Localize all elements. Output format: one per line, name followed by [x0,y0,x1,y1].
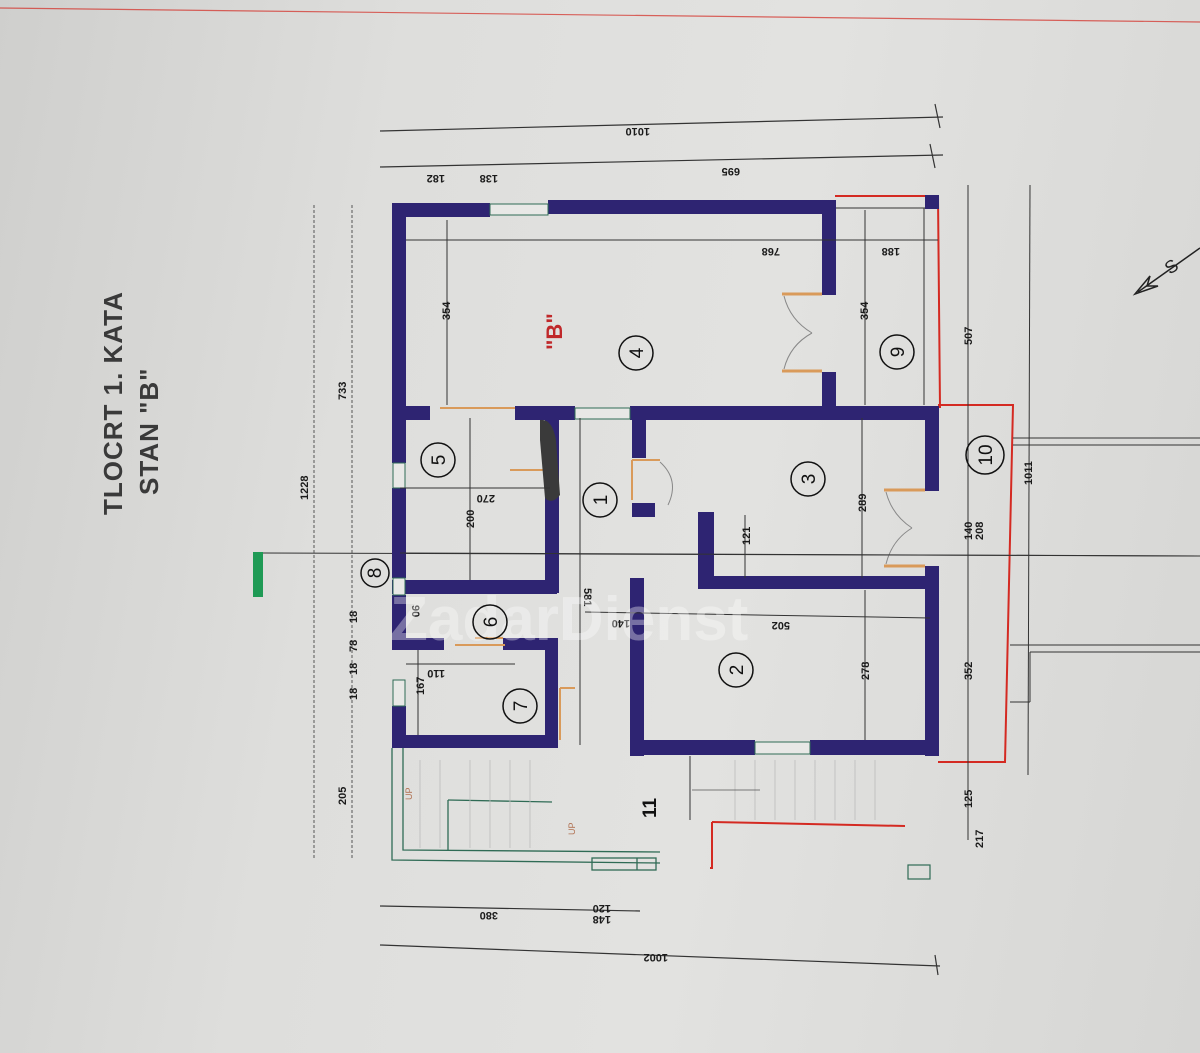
room-marker-1: 1 [582,482,618,518]
dim-left-18b: 18 [348,663,360,675]
dim-left-overall: 1228 [299,476,311,500]
dim-room9-depth: 354 [859,301,871,320]
dim-room4-depth: 354 [441,301,453,320]
dim-bottom-148: 148 [593,913,611,925]
svg-text:2: 2 [727,665,748,676]
dim-room9-width: 188 [882,245,900,257]
dim-right-1011: 1011 [1023,461,1035,485]
stair-up-label-1: UP [404,787,414,800]
stair-up-label-2: UP [567,822,577,835]
doors [440,292,925,740]
watermark: ZadarDienst [390,585,748,654]
door-swings [659,295,913,565]
dim-top-182: 182 [427,172,445,184]
bottom-dimensions [379,905,941,976]
svg-text:9: 9 [888,347,909,358]
dim-room5-depth: 200 [465,510,477,528]
redaction-smudge [540,419,560,501]
dim-top-695: 695 [722,165,740,177]
room9-lines [836,207,925,405]
title-line-1: TLOCRT 1. KATA [98,291,128,515]
room-marker-4: 4 [618,335,654,371]
dim-bottom-380: 380 [480,909,498,921]
room-marker-2: 2 [718,652,754,688]
window-room8 [392,577,406,596]
dim-room6-90: 90 [409,605,421,617]
dim-top-overall: 1010 [626,125,650,137]
terrace-boundary [710,195,1015,869]
terrace-lines [1010,437,1200,703]
dim-right-507: 507 [963,327,975,345]
window-room1 [574,407,631,420]
room-marker-8: 8 [360,558,390,588]
dim-right-125: 125 [963,790,975,808]
room-marker-7: 7 [502,688,538,724]
dim-room7-110: 110 [427,667,445,679]
svg-text:6: 6 [481,617,502,628]
svg-text:5: 5 [429,455,450,466]
plan-title: TLOCRT 1. KATA STAN "B" [98,291,164,515]
svg-text:7: 7 [511,701,532,712]
svg-text:4: 4 [627,347,648,358]
staircase [391,748,661,871]
svg-text:10: 10 [976,444,997,465]
dim-corridor-140: 140 [612,617,630,629]
dim-room3-121: 121 [741,527,753,545]
window-room5 [392,462,406,489]
dim-top-138: 138 [480,172,498,184]
dim-left-733: 733 [337,382,349,400]
svg-text:3: 3 [799,474,820,485]
flat-label: "B" [542,313,567,350]
small-box [907,864,931,880]
window-room2 [754,741,811,755]
dim-left-18a: 18 [348,611,360,623]
left-dimensions [313,205,353,860]
dim-room5-width: 270 [477,492,495,504]
room-marker-3: 3 [790,461,826,497]
dim-room2-278: 278 [860,662,872,680]
dim-room4-width: 768 [762,245,780,257]
room-marker-11: 11 [640,798,661,819]
windows [392,203,811,755]
dim-right-208: 208 [974,522,986,540]
room-marker-10: 10 [965,435,1005,475]
dim-right-352: 352 [963,662,975,680]
dim-left-78: 78 [348,640,360,652]
svg-text:1: 1 [591,495,612,506]
dim-bottom-overall: 1002 [644,951,668,963]
section-marker [253,552,263,597]
stair-treads [419,760,876,848]
dim-room3-289: 289 [857,494,869,512]
top-dimensions [379,103,944,169]
dim-left-18c: 18 [348,688,360,700]
dim-right-140: 140 [963,522,975,540]
room-markers: 1 2 3 4 5 6 7 8 [360,334,1005,819]
walls [392,195,939,756]
room-marker-6: 6 [472,604,508,640]
svg-text:S: S [1161,255,1182,278]
svg-text:8: 8 [365,568,386,579]
dim-left-205: 205 [337,787,349,805]
dim-corridor-581: 581 [581,588,593,606]
north-arrow-icon: S [1132,247,1200,296]
dim-room2-502: 502 [772,619,790,631]
title-line-2: STAN "B" [134,367,164,495]
room-marker-5: 5 [420,442,456,478]
dim-right-217: 217 [974,830,986,848]
interior-dimensions [399,184,1200,840]
dim-room7-167: 167 [415,677,427,695]
room-marker-9: 9 [879,334,915,370]
page-border-line [0,7,1200,23]
window-room7 [392,679,406,707]
dim-bottom-120: 120 [593,902,611,914]
window-room4 [489,203,549,216]
